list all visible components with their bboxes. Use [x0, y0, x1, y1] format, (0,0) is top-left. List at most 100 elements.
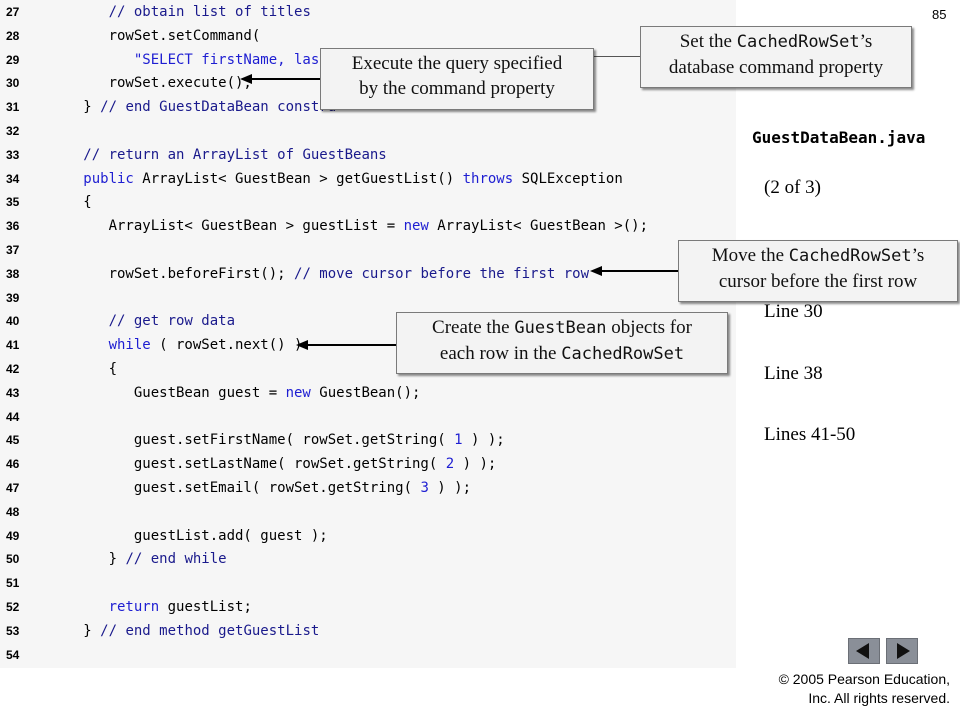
- code-line: 52 return guestList;: [0, 595, 736, 619]
- code-token: 2: [445, 456, 455, 473]
- line-ref-38: Line 38: [764, 363, 823, 384]
- code-token: ArrayList< GuestBean >();: [428, 218, 649, 235]
- code-token: {: [58, 361, 118, 377]
- code-token: public: [58, 170, 134, 187]
- code-line: 44: [0, 405, 736, 429]
- arrow-line: [308, 344, 396, 346]
- line-number: 40: [6, 314, 20, 329]
- line-number: 54: [6, 647, 20, 662]
- code-text: ArrayList< GuestBean > guestList = new A…: [58, 214, 648, 238]
- next-slide-button[interactable]: [886, 638, 918, 664]
- code-line: 35 {: [0, 190, 736, 214]
- line-number: 52: [6, 600, 20, 614]
- code-line: 45 guest.setFirstName( rowSet.getString(…: [0, 428, 736, 452]
- code-text: } // end GuestDataBean constru: [58, 95, 336, 119]
- arrow-line: [252, 78, 320, 80]
- code-text: return guestList;: [58, 595, 252, 619]
- line-number: 37: [6, 243, 20, 257]
- code-token: guestList;: [159, 599, 252, 615]
- callout-code: CachedRowSet: [788, 246, 912, 266]
- code-token: ) );: [454, 456, 497, 473]
- code-line: 34 public ArrayList< GuestBean > getGues…: [0, 167, 736, 191]
- code-token: "SELECT firstName, lastN: [133, 51, 337, 68]
- code-token: new: [285, 384, 311, 401]
- callout-text: Set the: [679, 31, 737, 52]
- line-number: 36: [6, 219, 20, 234]
- file-title: GuestDataBean.java: [752, 128, 926, 147]
- code-token: // move cursor before the first row: [294, 265, 590, 282]
- code-line: 37: [0, 238, 736, 262]
- callout-text: database command property: [668, 57, 884, 78]
- code-text: public ArrayList< GuestBean > getGuestLi…: [58, 167, 622, 191]
- code-text: // obtain list of titles: [58, 0, 311, 24]
- code-token: guest.setEmail( rowSet.getString(: [58, 480, 421, 496]
- line-number: 34: [6, 171, 20, 186]
- code-text: while ( rowSet.next() ): [58, 333, 303, 357]
- prev-slide-button[interactable]: [848, 638, 880, 664]
- line-number: 35: [6, 195, 20, 210]
- code-line: 31 } // end GuestDataBean constru: [0, 95, 736, 119]
- code-line: 53 } // end method getGuestList: [0, 619, 736, 643]
- callout-code: GuestBean: [514, 318, 607, 338]
- code-token: while: [58, 337, 151, 354]
- line-ref-30: Line 30: [764, 301, 823, 322]
- callout-set-command: Set the CachedRowSet’s database command …: [640, 26, 912, 88]
- code-token: }: [58, 551, 126, 568]
- code-token: ) );: [462, 432, 505, 449]
- code-token: 1: [454, 432, 463, 449]
- line-number: 45: [6, 433, 20, 448]
- callout-text: by the command property: [359, 78, 555, 99]
- callout-text: ’s: [911, 245, 925, 266]
- code-line: 43 GuestBean guest = new GuestBean();: [0, 381, 736, 405]
- callout-code: CachedRowSet: [736, 32, 860, 52]
- code-line: 48: [0, 500, 736, 524]
- code-token: ( rowSet.next() ): [150, 337, 303, 354]
- triangle-left-icon: [856, 643, 869, 659]
- line-number: 48: [6, 504, 20, 519]
- line-number: 42: [6, 362, 20, 376]
- code-token: [58, 313, 109, 329]
- code-text: "SELECT firstName, lastN: [58, 48, 336, 72]
- line-number: 30: [6, 76, 20, 91]
- code-line: 36 ArrayList< GuestBean > guestList = ne…: [0, 214, 736, 238]
- callout-text: objects for: [606, 317, 692, 338]
- line-number: 32: [6, 124, 20, 138]
- code-line: 38 rowSet.beforeFirst(); // move cursor …: [0, 262, 736, 286]
- line-number: 33: [6, 147, 20, 162]
- code-token: // obtain list of titles: [108, 4, 311, 20]
- code-line: 27 // obtain list of titles: [0, 0, 736, 24]
- code-token: [58, 4, 109, 20]
- line-number: 31: [6, 100, 20, 115]
- line-number: 43: [6, 385, 20, 400]
- code-line: 32: [0, 119, 736, 143]
- code-token: {: [58, 194, 92, 211]
- code-token: rowSet.execute();: [58, 75, 252, 92]
- callout-text: cursor before the first row: [718, 271, 918, 292]
- code-token: // end GuestDataBean constru: [100, 99, 337, 116]
- code-token: // end method getGuestList: [100, 622, 320, 639]
- triangle-right-icon: [897, 643, 910, 659]
- arrow-head: [240, 74, 252, 84]
- code-token: [58, 52, 134, 68]
- part-label: (2 of 3): [764, 177, 821, 198]
- code-token: rowSet.setCommand(: [58, 27, 261, 44]
- line-number: 39: [6, 290, 20, 305]
- code-token: throws: [462, 170, 514, 187]
- code-line: 50 } // end while: [0, 547, 736, 571]
- code-line: 30 rowSet.execute();: [0, 71, 736, 95]
- code-text: guest.setEmail( rowSet.getString( 3 ) );: [58, 476, 471, 500]
- line-ref-41-50: Lines 41-50: [764, 424, 856, 445]
- code-line: 39: [0, 286, 736, 310]
- callout-text: Move the: [711, 245, 789, 266]
- code-text: rowSet.beforeFirst(); // move cursor bef…: [58, 262, 589, 286]
- line-number: 28: [6, 28, 20, 43]
- callout-connector: [592, 56, 640, 57]
- callout-execute: Execute the query specified by the comma…: [320, 48, 594, 110]
- code-token: // get row data: [108, 313, 236, 330]
- page-number: 85: [932, 7, 947, 22]
- code-text: guest.setFirstName( rowSet.getString( 1 …: [58, 428, 505, 452]
- code-token: [58, 147, 83, 163]
- code-token: }: [58, 622, 101, 639]
- arrow-line: [602, 270, 678, 272]
- code-text: {: [58, 190, 92, 214]
